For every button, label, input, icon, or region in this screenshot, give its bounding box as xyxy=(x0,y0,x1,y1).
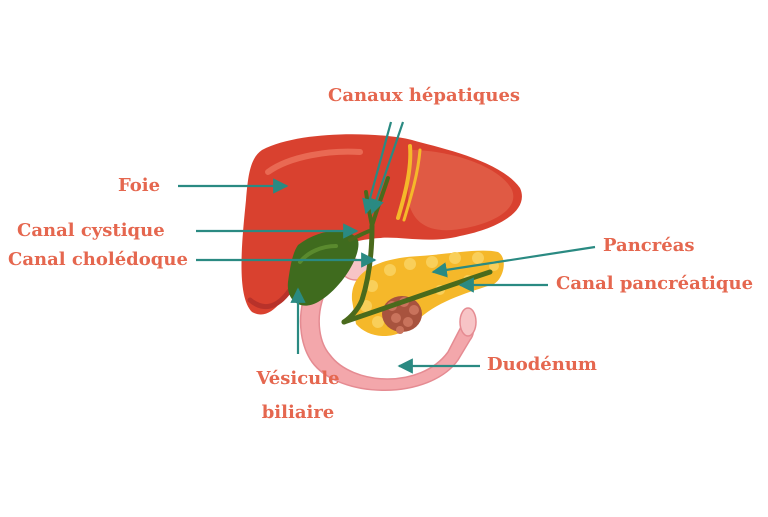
label-duodenum: Duodénum xyxy=(487,354,597,375)
label-foie: Foie xyxy=(118,175,161,196)
label-canaux-hepatiques: Canaux hépatiques xyxy=(328,85,521,106)
label-canal-cystique: Canal cystique xyxy=(17,220,165,241)
label-canal-pancreatique: Canal pancréatique xyxy=(556,273,754,294)
label-vesicule-line2: biliaire xyxy=(261,402,335,423)
liver-organ xyxy=(241,134,522,315)
label-vesicule-line1: Vésicule xyxy=(256,368,340,389)
label-pancreas: Pancréas xyxy=(603,235,695,256)
label-canal-choledoque: Canal cholédoque xyxy=(8,249,188,270)
pointer-arrows xyxy=(178,121,596,374)
